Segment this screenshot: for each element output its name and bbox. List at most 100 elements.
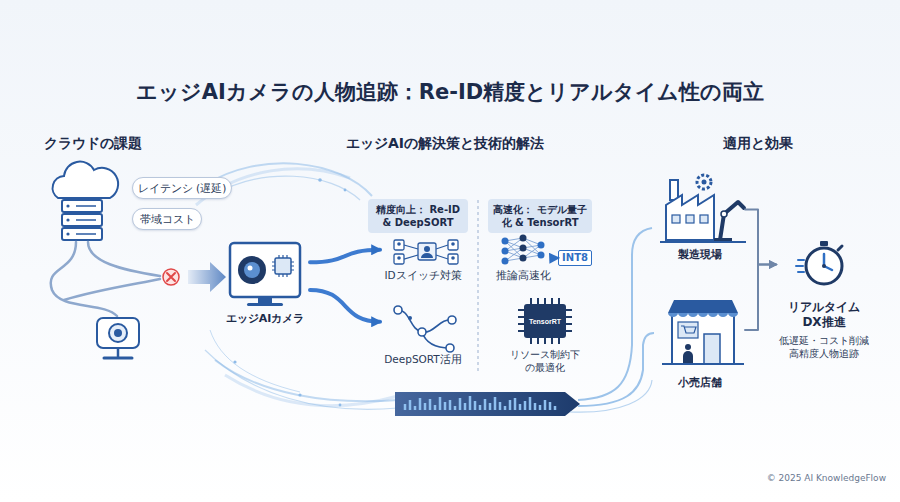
stopwatch-icon-part xyxy=(838,246,842,250)
factory-icon-part xyxy=(702,180,707,185)
neural-net-icon-part xyxy=(502,258,509,265)
application-node: 小売店舗 xyxy=(655,294,745,390)
connector-arrow xyxy=(310,290,380,322)
section-heading: クラウドの課題 xyxy=(44,134,194,152)
cloud-traffic-lines-part xyxy=(88,242,160,276)
factory-icon-part xyxy=(721,211,727,217)
edge-camera-icon-part xyxy=(238,256,266,284)
connector-arrow xyxy=(310,250,380,263)
node-text: 製造現場 xyxy=(678,248,722,262)
copyright-note: © 2025 AI KnowledgeFlow xyxy=(700,472,886,484)
node-text: DeepSORT活用 xyxy=(384,352,462,366)
application-node: 製造現場 xyxy=(655,170,745,262)
id-switch-icon-part xyxy=(418,243,436,260)
edge-camera-icon xyxy=(230,243,300,306)
node-text: リソース制約下の最適化 xyxy=(509,348,581,374)
id-switch-icon-part xyxy=(397,242,401,246)
chip-node: TensorRT リソース制約下の最適化 xyxy=(500,300,590,376)
factory-icon-part xyxy=(686,215,694,223)
node-text: 低遅延・コスト削減 高精度人物追跡 xyxy=(777,334,871,360)
store-icon-part xyxy=(662,363,744,365)
swirl-lines-part xyxy=(298,393,301,396)
cloud-server-icon xyxy=(53,162,119,240)
store-icon-part xyxy=(704,334,720,364)
swirl-lines-part xyxy=(318,178,322,182)
factory-icon-part xyxy=(666,195,714,240)
technique-node: DeepSORT活用 xyxy=(380,300,466,366)
swirl-lines-part xyxy=(215,360,398,401)
cloud-camera-icon xyxy=(97,318,139,358)
swirl-lines-part xyxy=(210,330,300,392)
store-icon-part xyxy=(678,322,698,338)
cloud-camera-icon-part xyxy=(97,318,139,348)
blocked-mark-part xyxy=(163,269,179,285)
factory-icon-part xyxy=(720,202,744,240)
swirl-lines-part xyxy=(205,350,398,409)
transition-arrow xyxy=(188,262,226,292)
edge-camera-icon-part xyxy=(244,262,260,278)
store-icon-part xyxy=(685,344,691,350)
swirl-lines-part xyxy=(339,404,342,407)
id-switch-icon-part xyxy=(451,242,455,246)
cloud-server-icon-part xyxy=(66,232,69,235)
section-heading: 適用と効果 xyxy=(708,134,808,152)
id-switch-icon xyxy=(394,240,458,264)
issue-callout: 帯域コスト xyxy=(132,208,202,230)
store-icon-part xyxy=(683,351,693,364)
id-switch-icon-part xyxy=(436,255,448,259)
cloud-traffic-lines-part xyxy=(51,242,117,316)
store-icon-part xyxy=(668,300,738,313)
id-switch-icon-part xyxy=(421,253,433,258)
stream-lines-part xyxy=(578,333,654,406)
deepsort-icon-part xyxy=(394,306,402,314)
cloud-server-icon-part xyxy=(62,228,102,240)
connector-arrow xyxy=(745,265,776,330)
cloud-camera-icon-part xyxy=(114,329,122,337)
node-text: TensorRT xyxy=(524,304,566,338)
int8-tag: INT8 xyxy=(558,250,592,266)
id-switch-icon-part xyxy=(448,240,458,250)
factory-icon-part xyxy=(670,180,678,200)
store-icon xyxy=(662,300,744,364)
stopwatch-icon-part xyxy=(822,264,826,268)
cloud-server-icon-part xyxy=(62,200,102,212)
store-icon-part xyxy=(672,312,734,364)
neural-net-icon-part xyxy=(520,255,527,262)
id-switch-icon-part xyxy=(436,245,448,249)
swirl-lines-part xyxy=(344,189,347,192)
connector-arrow xyxy=(745,210,776,265)
node-text: エッジAIカメラ xyxy=(226,312,305,326)
deepsort-icon-part xyxy=(448,316,456,324)
factory-icon-part xyxy=(660,241,746,243)
blocked-mark xyxy=(163,269,179,285)
node-text: 小売店舗 xyxy=(678,376,722,390)
technique-node: IDスイッチ対策 xyxy=(380,236,466,282)
cloud-camera-icon-part xyxy=(104,357,132,360)
cloud-traffic-lines xyxy=(51,242,160,316)
id-switch-icon-part xyxy=(404,255,418,259)
camera-node: エッジAIカメラ xyxy=(220,240,310,326)
id-switch-icon-part xyxy=(448,254,458,264)
deepsort-icon-part xyxy=(446,344,454,352)
issue-callout: レイテンシ (遅延) xyxy=(132,177,232,199)
neural-net-icon-part xyxy=(502,238,509,245)
stopwatch-icon-part xyxy=(806,248,842,284)
edge-camera-icon-part xyxy=(247,303,283,306)
cloud-server-icon-part xyxy=(76,205,96,207)
data-stream-band xyxy=(395,392,580,416)
edge-camera-icon-part xyxy=(230,243,300,297)
id-switch-icon-part xyxy=(404,245,418,249)
cloud-server-icon-part xyxy=(76,233,96,235)
blocked-mark-part xyxy=(167,273,175,281)
node-text: INT8 xyxy=(562,252,588,264)
node-text: IDスイッチ対策 xyxy=(384,268,461,282)
cloud-server-icon-part xyxy=(53,162,119,198)
cloud-server-icon-part xyxy=(66,218,69,221)
stopwatch-icon xyxy=(796,241,842,284)
neural-net-icon xyxy=(502,235,545,265)
technique-node: 推論高速化 xyxy=(490,236,556,282)
data-stream-band-part xyxy=(405,396,555,410)
